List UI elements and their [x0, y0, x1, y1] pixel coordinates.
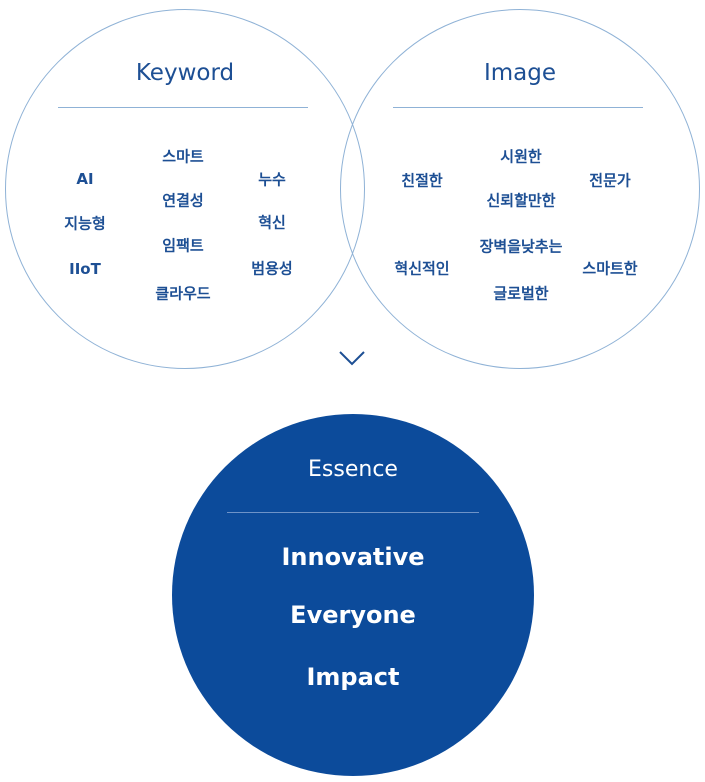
keyword-word: 지능형 [64, 214, 106, 233]
image-word: 친절한 [401, 171, 443, 190]
image-word: 신뢰할만한 [486, 191, 556, 210]
image-word: 시원한 [500, 147, 542, 166]
image-circle: Image 친절한 혁신적인 시원한 신뢰할만한 장벽을낮추는 글로벌한 전문가… [340, 9, 700, 369]
image-word: 전문가 [589, 171, 631, 190]
keyword-word: 클라우드 [155, 284, 211, 303]
essence-item: Innovative [281, 543, 425, 571]
image-divider [393, 107, 643, 108]
image-title: Image [483, 60, 557, 86]
keyword-title: Keyword [135, 60, 235, 86]
image-word: 스마트한 [582, 259, 638, 278]
keyword-word: AI [76, 170, 94, 188]
keyword-word: 누수 [258, 170, 286, 189]
essence-item: Everyone [290, 601, 416, 629]
chevron-down-icon [339, 351, 365, 366]
keyword-word: 혁신 [258, 213, 286, 232]
keyword-word: 임팩트 [162, 236, 204, 255]
essence-title: Essence [308, 457, 398, 482]
essence-circle: Essence Innovative Everyone Impact [172, 414, 534, 776]
keyword-word: 스마트 [162, 147, 204, 166]
image-word: 혁신적인 [394, 259, 450, 278]
essence-item: Impact [306, 663, 400, 691]
keyword-word: 범용성 [251, 259, 293, 278]
keyword-circle: Keyword AI 지능형 IIoT 스마트 연결성 임팩트 클라우드 누수 … [5, 9, 365, 369]
image-word: 장벽을낮추는 [479, 237, 563, 256]
image-word: 글로벌한 [493, 284, 549, 303]
keyword-word: 연결성 [162, 191, 204, 210]
keyword-word: IIoT [69, 260, 101, 278]
essence-divider [227, 512, 479, 513]
keyword-divider [58, 107, 308, 108]
